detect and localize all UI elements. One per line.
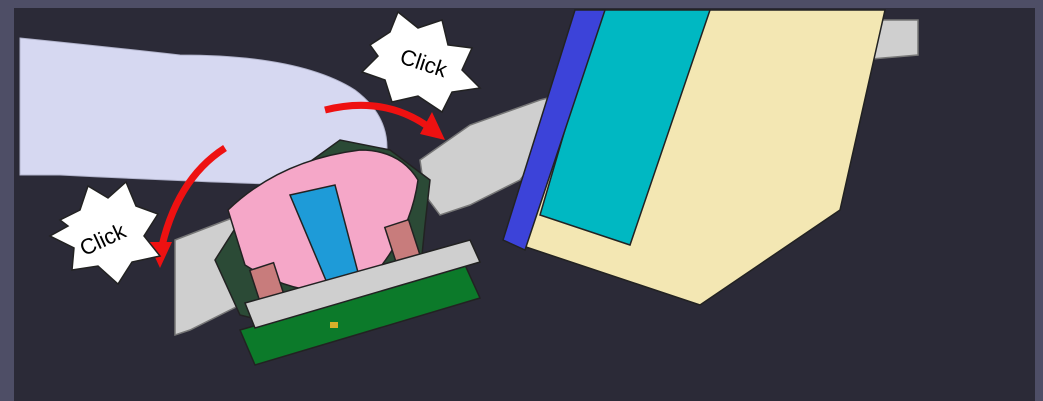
- starburst-icon: Click: [362, 12, 480, 112]
- side-panel: [503, 10, 885, 305]
- starburst-icon: Click: [50, 182, 160, 284]
